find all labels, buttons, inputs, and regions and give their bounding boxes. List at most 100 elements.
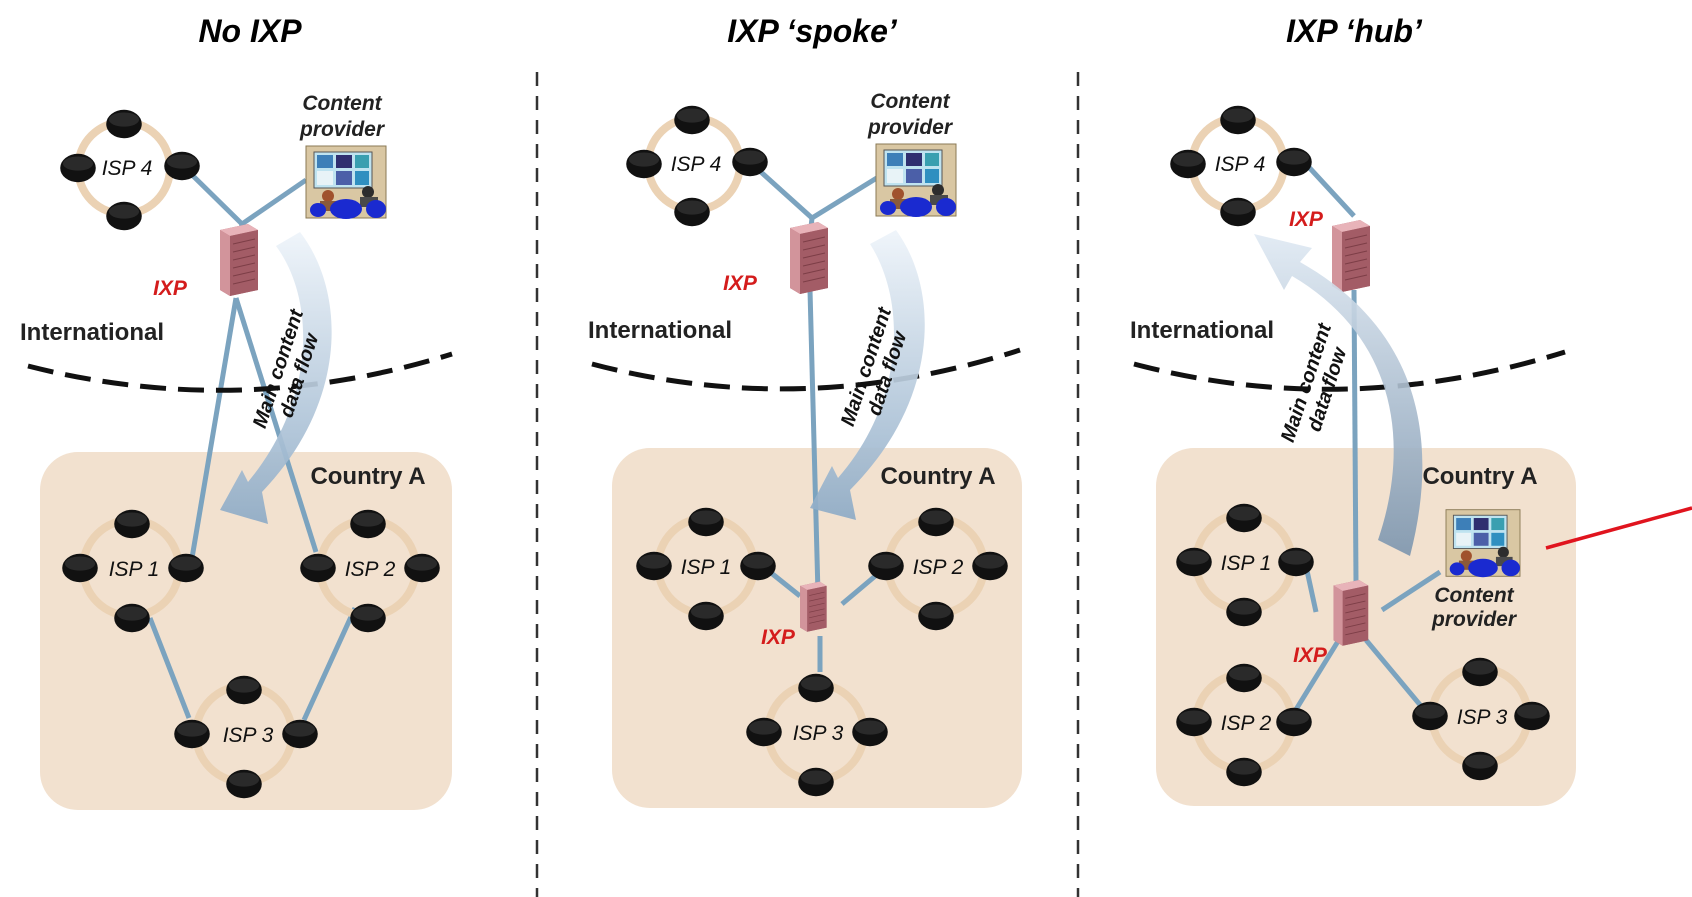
content-provider-icon — [1445, 509, 1521, 578]
server-tower-icon — [1331, 219, 1371, 293]
router-node-icon — [350, 509, 386, 539]
content-provider-label-2: provider — [867, 116, 954, 139]
server-tower-icon — [219, 223, 259, 297]
country-a-region — [40, 452, 452, 810]
router-node-icon — [114, 509, 150, 539]
router-node-icon — [350, 603, 386, 633]
router-node-icon — [688, 507, 724, 537]
isp-3-network: ISP 3 — [174, 675, 318, 799]
router-node-icon — [1220, 197, 1256, 227]
router-node-icon — [1226, 597, 1262, 627]
router-node-icon — [114, 603, 150, 633]
router-node-icon — [226, 675, 262, 705]
router-node-icon — [1276, 147, 1312, 177]
router-node-icon — [852, 717, 888, 747]
isp-1-network: ISP 1 — [62, 509, 204, 633]
router-node-icon — [626, 149, 662, 179]
isp-3-network: ISP 3 — [746, 673, 888, 797]
router-node-icon — [1462, 751, 1498, 781]
isp-2-network: ISP 2 — [868, 507, 1008, 631]
router-node-icon — [918, 507, 954, 537]
server-tower-icon — [799, 581, 827, 633]
flow-label: Main content data flow — [1277, 320, 1352, 445]
router-node-icon — [226, 769, 262, 799]
isp-4-network: ISP 4 — [1170, 105, 1312, 227]
server-tower-icon — [789, 221, 829, 295]
isp-label: ISP 2 — [1221, 712, 1272, 735]
ixp-label: IXP — [1289, 208, 1324, 231]
isp-label: ISP 4 — [102, 157, 153, 180]
router-node-icon — [798, 767, 834, 797]
router-node-icon — [106, 109, 142, 139]
router-node-icon — [404, 553, 440, 583]
isp-4-network: ISP 4 — [60, 109, 200, 231]
ixp-label: IXP — [761, 626, 796, 649]
router-node-icon — [282, 719, 318, 749]
isp-2-network: ISP 2 — [1176, 663, 1312, 787]
router-node-icon — [60, 153, 96, 183]
isp-label: ISP 3 — [1457, 706, 1508, 729]
international-boundary — [27, 351, 453, 393]
router-node-icon — [868, 551, 904, 581]
panel-ixp-hub: IXP ‘hub’ Country A International ISP 4 … — [1130, 13, 1692, 806]
panel-title: No IXP — [198, 13, 302, 49]
isp-1-network: ISP 1 — [636, 507, 776, 631]
router-node-icon — [674, 197, 710, 227]
router-node-icon — [746, 717, 782, 747]
panel-title: IXP ‘hub’ — [1286, 13, 1423, 49]
flow-label: Main content data flow — [249, 306, 324, 431]
isp-1-network: ISP 1 — [1176, 503, 1314, 627]
isp-label: ISP 2 — [913, 556, 964, 579]
router-node-icon — [1176, 707, 1212, 737]
isp-4-network: ISP 4 — [626, 105, 768, 227]
content-flow-arrow — [810, 230, 925, 520]
content-flow-arrow — [1254, 234, 1423, 556]
router-node-icon — [1276, 707, 1312, 737]
router-node-icon — [106, 201, 142, 231]
router-node-icon — [798, 673, 834, 703]
router-node-icon — [1226, 663, 1262, 693]
panel-title: IXP ‘spoke’ — [727, 13, 898, 49]
isp-label: ISP 2 — [345, 558, 396, 581]
router-node-icon — [740, 551, 776, 581]
router-node-icon — [168, 553, 204, 583]
content-provider-label-2: provider — [299, 118, 386, 141]
country-label: Country A — [1422, 463, 1537, 490]
router-node-icon — [972, 551, 1008, 581]
links — [1289, 162, 1442, 718]
isp-label: ISP 1 — [109, 558, 160, 581]
router-node-icon — [636, 551, 672, 581]
router-node-icon — [1226, 757, 1262, 787]
router-node-icon — [918, 601, 954, 631]
router-node-icon — [1278, 547, 1314, 577]
content-provider-label-2: provider — [1431, 608, 1518, 631]
panel-ixp-spoke: IXP ‘spoke’ Country A International ISP … — [588, 13, 1022, 808]
content-provider-icon — [875, 143, 957, 218]
router-node-icon — [174, 719, 210, 749]
international-boundary — [591, 347, 1021, 392]
router-node-icon — [300, 553, 336, 583]
isp-label: ISP 1 — [681, 556, 732, 579]
isp-2-network: ISP 2 — [300, 509, 440, 633]
router-node-icon — [1514, 701, 1550, 731]
router-node-icon — [1226, 503, 1262, 533]
router-node-icon — [1220, 105, 1256, 135]
router-node-icon — [164, 151, 200, 181]
router-node-icon — [674, 105, 710, 135]
isp-label: ISP 4 — [1215, 153, 1266, 176]
isp-label: ISP 3 — [793, 722, 844, 745]
international-label: International — [20, 319, 164, 346]
router-node-icon — [1462, 657, 1498, 687]
content-flow-arrow — [220, 232, 332, 524]
country-label: Country A — [880, 463, 995, 490]
ixp-label: IXP — [1293, 644, 1328, 667]
ixp-label: IXP — [153, 277, 188, 300]
router-node-icon — [1170, 149, 1206, 179]
isp-label: ISP 1 — [1221, 552, 1272, 575]
ixp-label: IXP — [723, 272, 758, 295]
isp-label: ISP 4 — [671, 153, 722, 176]
content-provider-label-1: Content — [870, 90, 950, 113]
content-provider-label-1: Content — [1434, 584, 1514, 607]
isp-3-network: ISP 3 — [1412, 657, 1550, 781]
router-node-icon — [688, 601, 724, 631]
